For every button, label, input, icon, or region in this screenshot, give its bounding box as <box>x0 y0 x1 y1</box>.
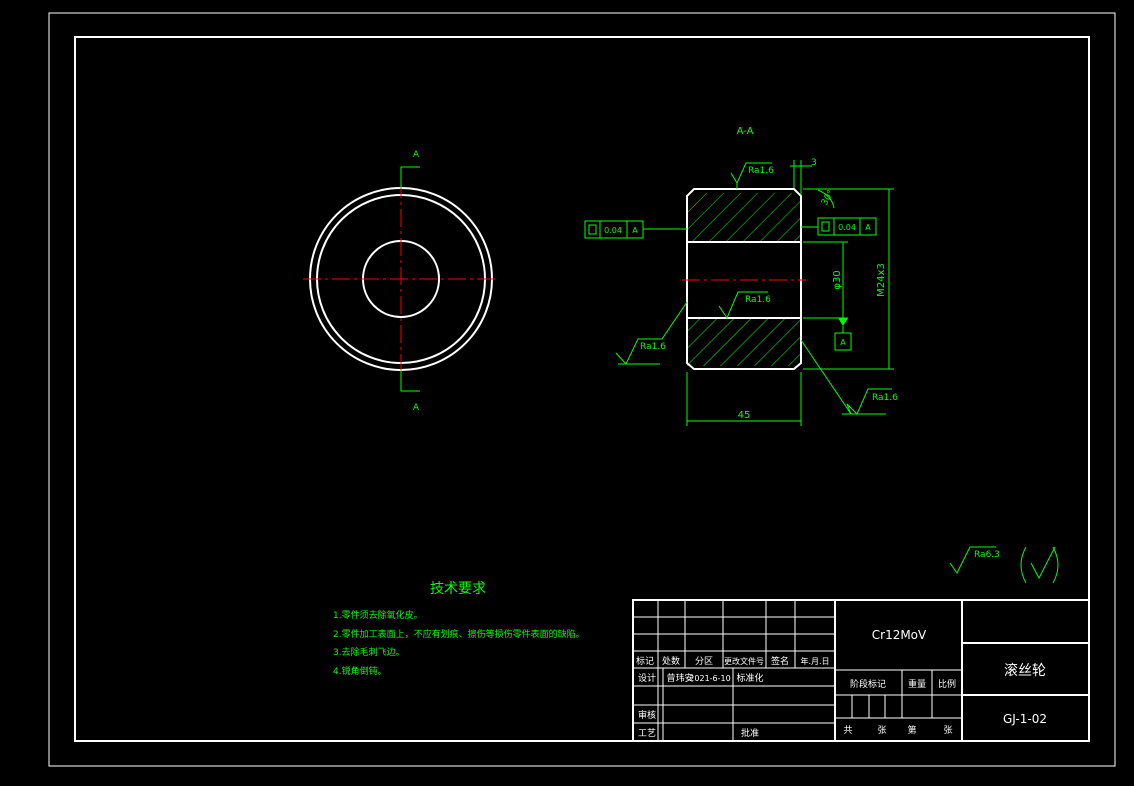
end-view: A A <box>303 150 499 413</box>
tech-item: 4.锐角倒钝。 <box>333 665 387 677</box>
tb-weight-label: 重量 <box>908 678 926 690</box>
section-view: A-A 45 φ30 M24x3 3 30° Ra1.6 <box>584 126 898 426</box>
tolerance-right-value: 0.04 <box>838 223 856 232</box>
tb-total-label: 共 <box>843 725 852 736</box>
tb-header-date: 年.月.日 <box>800 656 829 666</box>
roughness-right-symbol <box>800 339 892 415</box>
tb-review-label: 审核 <box>638 709 656 721</box>
tb-header-zone: 分区 <box>695 656 713 667</box>
tb-part-name: 滚丝轮 <box>1004 662 1046 679</box>
tech-requirements: 技术要求 1.零件须去除氧化皮。 2.零件加工表面上，不应有划痕、擦伤等损伤零件… <box>333 581 585 677</box>
title-block: 标记 处数 分区 更改文件号 签名 年.月.日 设计 曾玮安 2021-6-10… <box>632 599 1090 742</box>
roughness-left: Ra1.6 <box>640 342 666 352</box>
tolerance-left-datum: A <box>632 226 638 235</box>
tb-page-label: 第 <box>907 724 916 736</box>
general-roughness-value: Ra6.3 <box>974 550 1000 560</box>
hatch-bottom <box>687 318 800 366</box>
tb-drawing-number: GJ-1-02 <box>1003 712 1047 726</box>
paren-open <box>1020 546 1027 584</box>
tb-sheet-label-2: 张 <box>943 725 952 736</box>
tb-sheet-label: 张 <box>877 725 886 736</box>
tech-item: 1.零件须去除氧化皮。 <box>333 609 423 621</box>
tb-header-sign: 签名 <box>771 655 789 667</box>
tb-date: 2021-6-10 <box>689 674 730 683</box>
roughness-check-symbol <box>1030 546 1056 580</box>
tech-item: 2.零件加工表面上，不应有划痕、擦伤等损伤零件表面的缺陷。 <box>333 628 585 640</box>
roughness-top-symbol <box>730 162 772 185</box>
tb-design-label: 设计 <box>638 672 656 684</box>
tb-designer: 曾玮安 <box>666 672 693 684</box>
tb-scale-label: 比例 <box>938 678 956 690</box>
roughness-top: Ra1.6 <box>748 166 774 176</box>
datum-triangle <box>838 318 848 326</box>
roughness-left-symbol <box>615 301 688 365</box>
roughness-bore: Ra1.6 <box>745 295 771 305</box>
inner-border <box>74 36 1090 742</box>
datum-frame <box>834 332 852 351</box>
tolerance-left-symbol <box>588 224 597 235</box>
dim-outer: M24x3 <box>876 263 887 297</box>
tolerance-left-value: 0.04 <box>604 226 622 235</box>
section-title: A-A <box>737 126 754 137</box>
tb-header-count: 处数 <box>662 655 680 667</box>
part-outline <box>686 188 802 370</box>
dim-length: 45 <box>738 410 751 421</box>
general-roughness: Ra6.3 <box>949 546 1059 584</box>
tb-material: Cr12MoV <box>872 628 927 642</box>
tb-stage-label: 阶段标记 <box>850 678 886 690</box>
dim-chamfer-angle: 30° <box>820 189 837 208</box>
chamfer-arc <box>817 189 835 209</box>
tb-header-change: 更改文件号 <box>724 656 764 666</box>
cut-marker-top <box>400 166 420 188</box>
tolerance-right-datum: A <box>865 223 871 232</box>
dim-chamfer-size: 3 <box>811 158 817 168</box>
datum-label: A <box>840 338 846 347</box>
tb-process-label: 工艺 <box>638 728 656 739</box>
tb-approve-label: 批准 <box>741 727 759 739</box>
cut-label-bottom: A <box>413 403 420 413</box>
outer-border <box>48 12 1116 767</box>
cut-label-top: A <box>413 150 420 160</box>
title-block-frame <box>632 599 1090 742</box>
paren-close <box>1052 546 1059 584</box>
tech-item: 3.去除毛刺飞边。 <box>333 646 405 658</box>
tolerance-right-symbol <box>821 221 830 232</box>
roughness-bore-symbol <box>718 291 768 320</box>
cut-marker-bottom <box>400 370 420 392</box>
tech-heading: 技术要求 <box>430 581 486 597</box>
tb-header-mark: 标记 <box>636 655 654 667</box>
tb-standardize-label: 标准化 <box>736 672 763 684</box>
dim-bore: φ30 <box>832 270 843 289</box>
roughness-right: Ra1.6 <box>872 393 898 403</box>
general-roughness-symbol <box>949 546 996 574</box>
hatch-top <box>687 193 800 242</box>
